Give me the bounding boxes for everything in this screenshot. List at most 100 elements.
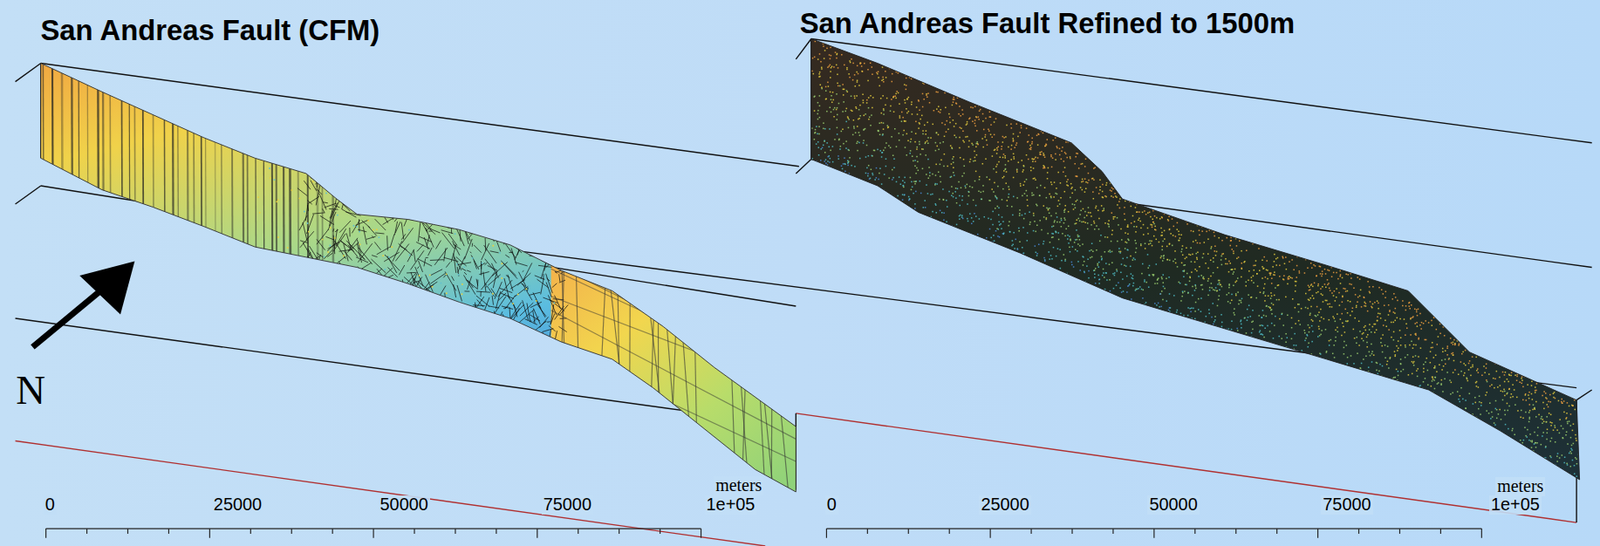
- mesh-node: [1147, 232, 1149, 235]
- mesh-line: [495, 230, 505, 240]
- mesh-node: [1281, 383, 1284, 386]
- mesh-node: [854, 131, 857, 134]
- mesh-line: [335, 294, 343, 308]
- mesh-line: [552, 214, 562, 220]
- mesh-line: [471, 254, 479, 270]
- frame-line: [795, 413, 1577, 523]
- mesh-line: [307, 272, 322, 282]
- mesh-line: [395, 334, 402, 342]
- mesh-line: [423, 173, 436, 184]
- mesh-line: [550, 304, 554, 324]
- mesh-node: [1340, 407, 1343, 410]
- mesh-node: [321, 239, 324, 241]
- mesh-node: [1435, 455, 1438, 458]
- mesh-node: [440, 354, 443, 356]
- mesh-node: [1053, 219, 1056, 222]
- mesh-line: [512, 211, 527, 214]
- mesh-node: [1241, 234, 1244, 237]
- mesh-line: [387, 256, 397, 274]
- mesh-node: [352, 225, 355, 227]
- mesh-node: [1467, 444, 1470, 447]
- mesh-line: [410, 250, 424, 270]
- mesh-node: [1271, 349, 1274, 352]
- mesh-line: [411, 322, 416, 335]
- mesh-line: [533, 335, 541, 338]
- mesh-line: [377, 153, 386, 166]
- mesh-node: [939, 142, 942, 144]
- mesh-line: [375, 164, 390, 177]
- mesh-line: [444, 247, 446, 261]
- mesh-line: [441, 318, 456, 326]
- mesh-node: [998, 236, 1001, 239]
- mesh-line: [525, 319, 538, 326]
- mesh-line: [379, 185, 395, 187]
- mesh-line: [368, 333, 377, 351]
- mesh-node: [1361, 403, 1364, 405]
- mesh-line: [356, 164, 370, 176]
- mesh-node: [978, 267, 981, 270]
- mesh-line: [386, 306, 394, 314]
- mesh-line: [369, 152, 374, 160]
- mesh-node: [1205, 346, 1208, 349]
- mesh-node: [429, 273, 431, 276]
- mesh-node: [878, 85, 881, 88]
- mesh-line: [402, 164, 408, 181]
- mesh-line: [551, 259, 807, 350]
- mesh-node: [959, 115, 962, 117]
- mesh-line: [307, 152, 310, 154]
- mesh-node: [327, 251, 329, 253]
- mesh-line: [454, 322, 467, 332]
- mesh-line: [517, 198, 527, 214]
- mesh-node: [1468, 473, 1471, 476]
- mesh-line: [395, 184, 403, 187]
- mesh-node: [959, 90, 962, 93]
- mesh-line: [403, 164, 418, 169]
- mesh-line: [328, 317, 340, 324]
- mesh-node: [287, 246, 289, 249]
- mesh-node: [894, 58, 896, 61]
- mesh-line: [343, 250, 353, 260]
- mesh-line: [478, 213, 481, 219]
- mesh-node: [1064, 218, 1067, 221]
- mesh-node: [981, 253, 984, 256]
- mesh-node: [559, 172, 561, 175]
- mesh-line: [399, 301, 401, 322]
- mesh-line: [464, 274, 476, 295]
- mesh-node: [997, 185, 999, 188]
- mesh-line: [394, 209, 405, 222]
- mesh-line: [476, 295, 490, 307]
- mesh-line: [503, 330, 518, 343]
- mesh-line: [317, 254, 321, 264]
- mesh-line: [432, 205, 441, 223]
- mesh-node: [952, 171, 955, 174]
- mesh-line: [345, 211, 361, 216]
- mesh-node: [495, 217, 498, 219]
- mesh-line: [356, 284, 358, 295]
- mesh-line: [401, 227, 413, 244]
- mesh-line: [509, 216, 512, 237]
- mesh-line: [616, 204, 623, 546]
- mesh-line: [514, 186, 520, 189]
- mesh-node: [1273, 271, 1276, 274]
- mesh-node: [819, 105, 821, 108]
- mesh-line: [548, 325, 556, 332]
- mesh-line: [338, 346, 349, 353]
- mesh-line: [496, 311, 503, 324]
- mesh-node: [464, 198, 467, 201]
- mesh-line: [474, 307, 485, 322]
- mesh-node: [367, 279, 370, 281]
- mesh-node: [445, 292, 448, 295]
- mesh-line: [477, 280, 479, 290]
- mesh-node: [1165, 321, 1168, 323]
- mesh-line: [275, 0, 278, 546]
- mesh-node: [1266, 269, 1269, 272]
- mesh-node: [1210, 287, 1213, 289]
- mesh-node: [1267, 306, 1270, 308]
- mesh-line: [378, 214, 391, 217]
- mesh-line: [457, 256, 465, 273]
- mesh-node: [308, 170, 311, 172]
- mesh-line: [446, 333, 458, 338]
- mesh-node: [831, 191, 834, 193]
- mesh-node: [846, 67, 848, 69]
- mesh-line: [519, 211, 531, 232]
